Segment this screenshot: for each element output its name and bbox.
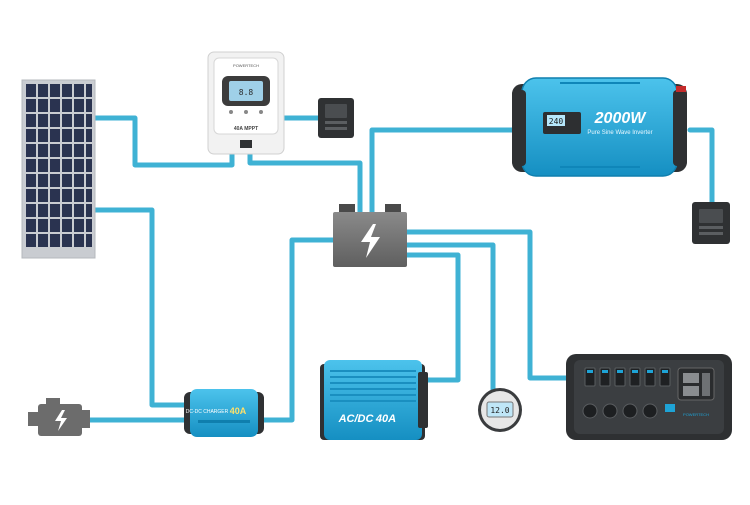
wires	[77, 115, 715, 423]
inverter-display-value: 240	[549, 117, 564, 126]
engine-icon	[28, 398, 90, 436]
dc-dc-charger-icon: DC-DC CHARGER 40A	[184, 389, 264, 437]
panel-brand: POWERTECH	[683, 412, 709, 417]
solar-panel-icon	[21, 79, 96, 259]
wire-battery-to-monitor	[402, 242, 496, 393]
svg-text:8.8: 8.8	[239, 88, 254, 97]
remote-display-icon	[318, 98, 354, 138]
wire-solar-to-mppt	[92, 115, 235, 168]
solar-cells	[26, 84, 92, 247]
mppt-brand: POWERTECH	[233, 63, 259, 68]
lightning-icon	[361, 224, 380, 258]
battery-icon	[333, 204, 407, 267]
dcdc-label: DC-DC CHARGER	[186, 409, 229, 415]
inverter-subtitle: Pure Sine Wave Inverter	[587, 130, 652, 136]
mppt-label: 40A MPPT	[234, 126, 258, 132]
inverter-model: 2000W	[594, 110, 648, 127]
dcdc-rating: 40A	[230, 406, 247, 416]
monitor-display-value: 12.0	[490, 406, 509, 415]
acdc-label: AC/DC	[338, 413, 375, 425]
wire-battery-to-inverter	[369, 127, 523, 215]
wire-dcdc-to-battery	[259, 237, 336, 423]
wire-mppt-to-battery	[247, 147, 363, 215]
acdc-rating: 40A	[375, 413, 396, 425]
inverter-icon: 240 2000W Pure Sine Wave Inverter	[512, 77, 687, 177]
wire-solar2-to-dcdc	[92, 207, 190, 408]
battery-monitor-icon: 12.0	[478, 388, 522, 432]
wire-inverter-to-remote	[687, 127, 715, 205]
charge-controller-icon: POWERTECH 8.8 40A MPPT	[207, 51, 285, 155]
ac-dc-charger-icon: AC/DC 40A	[320, 360, 428, 440]
wire-battery-to-acdc	[402, 252, 461, 383]
remote-display-icon	[692, 202, 730, 244]
wire-battery-to-panel	[402, 229, 571, 381]
switch-panel-icon: POWERTECH	[566, 354, 732, 440]
